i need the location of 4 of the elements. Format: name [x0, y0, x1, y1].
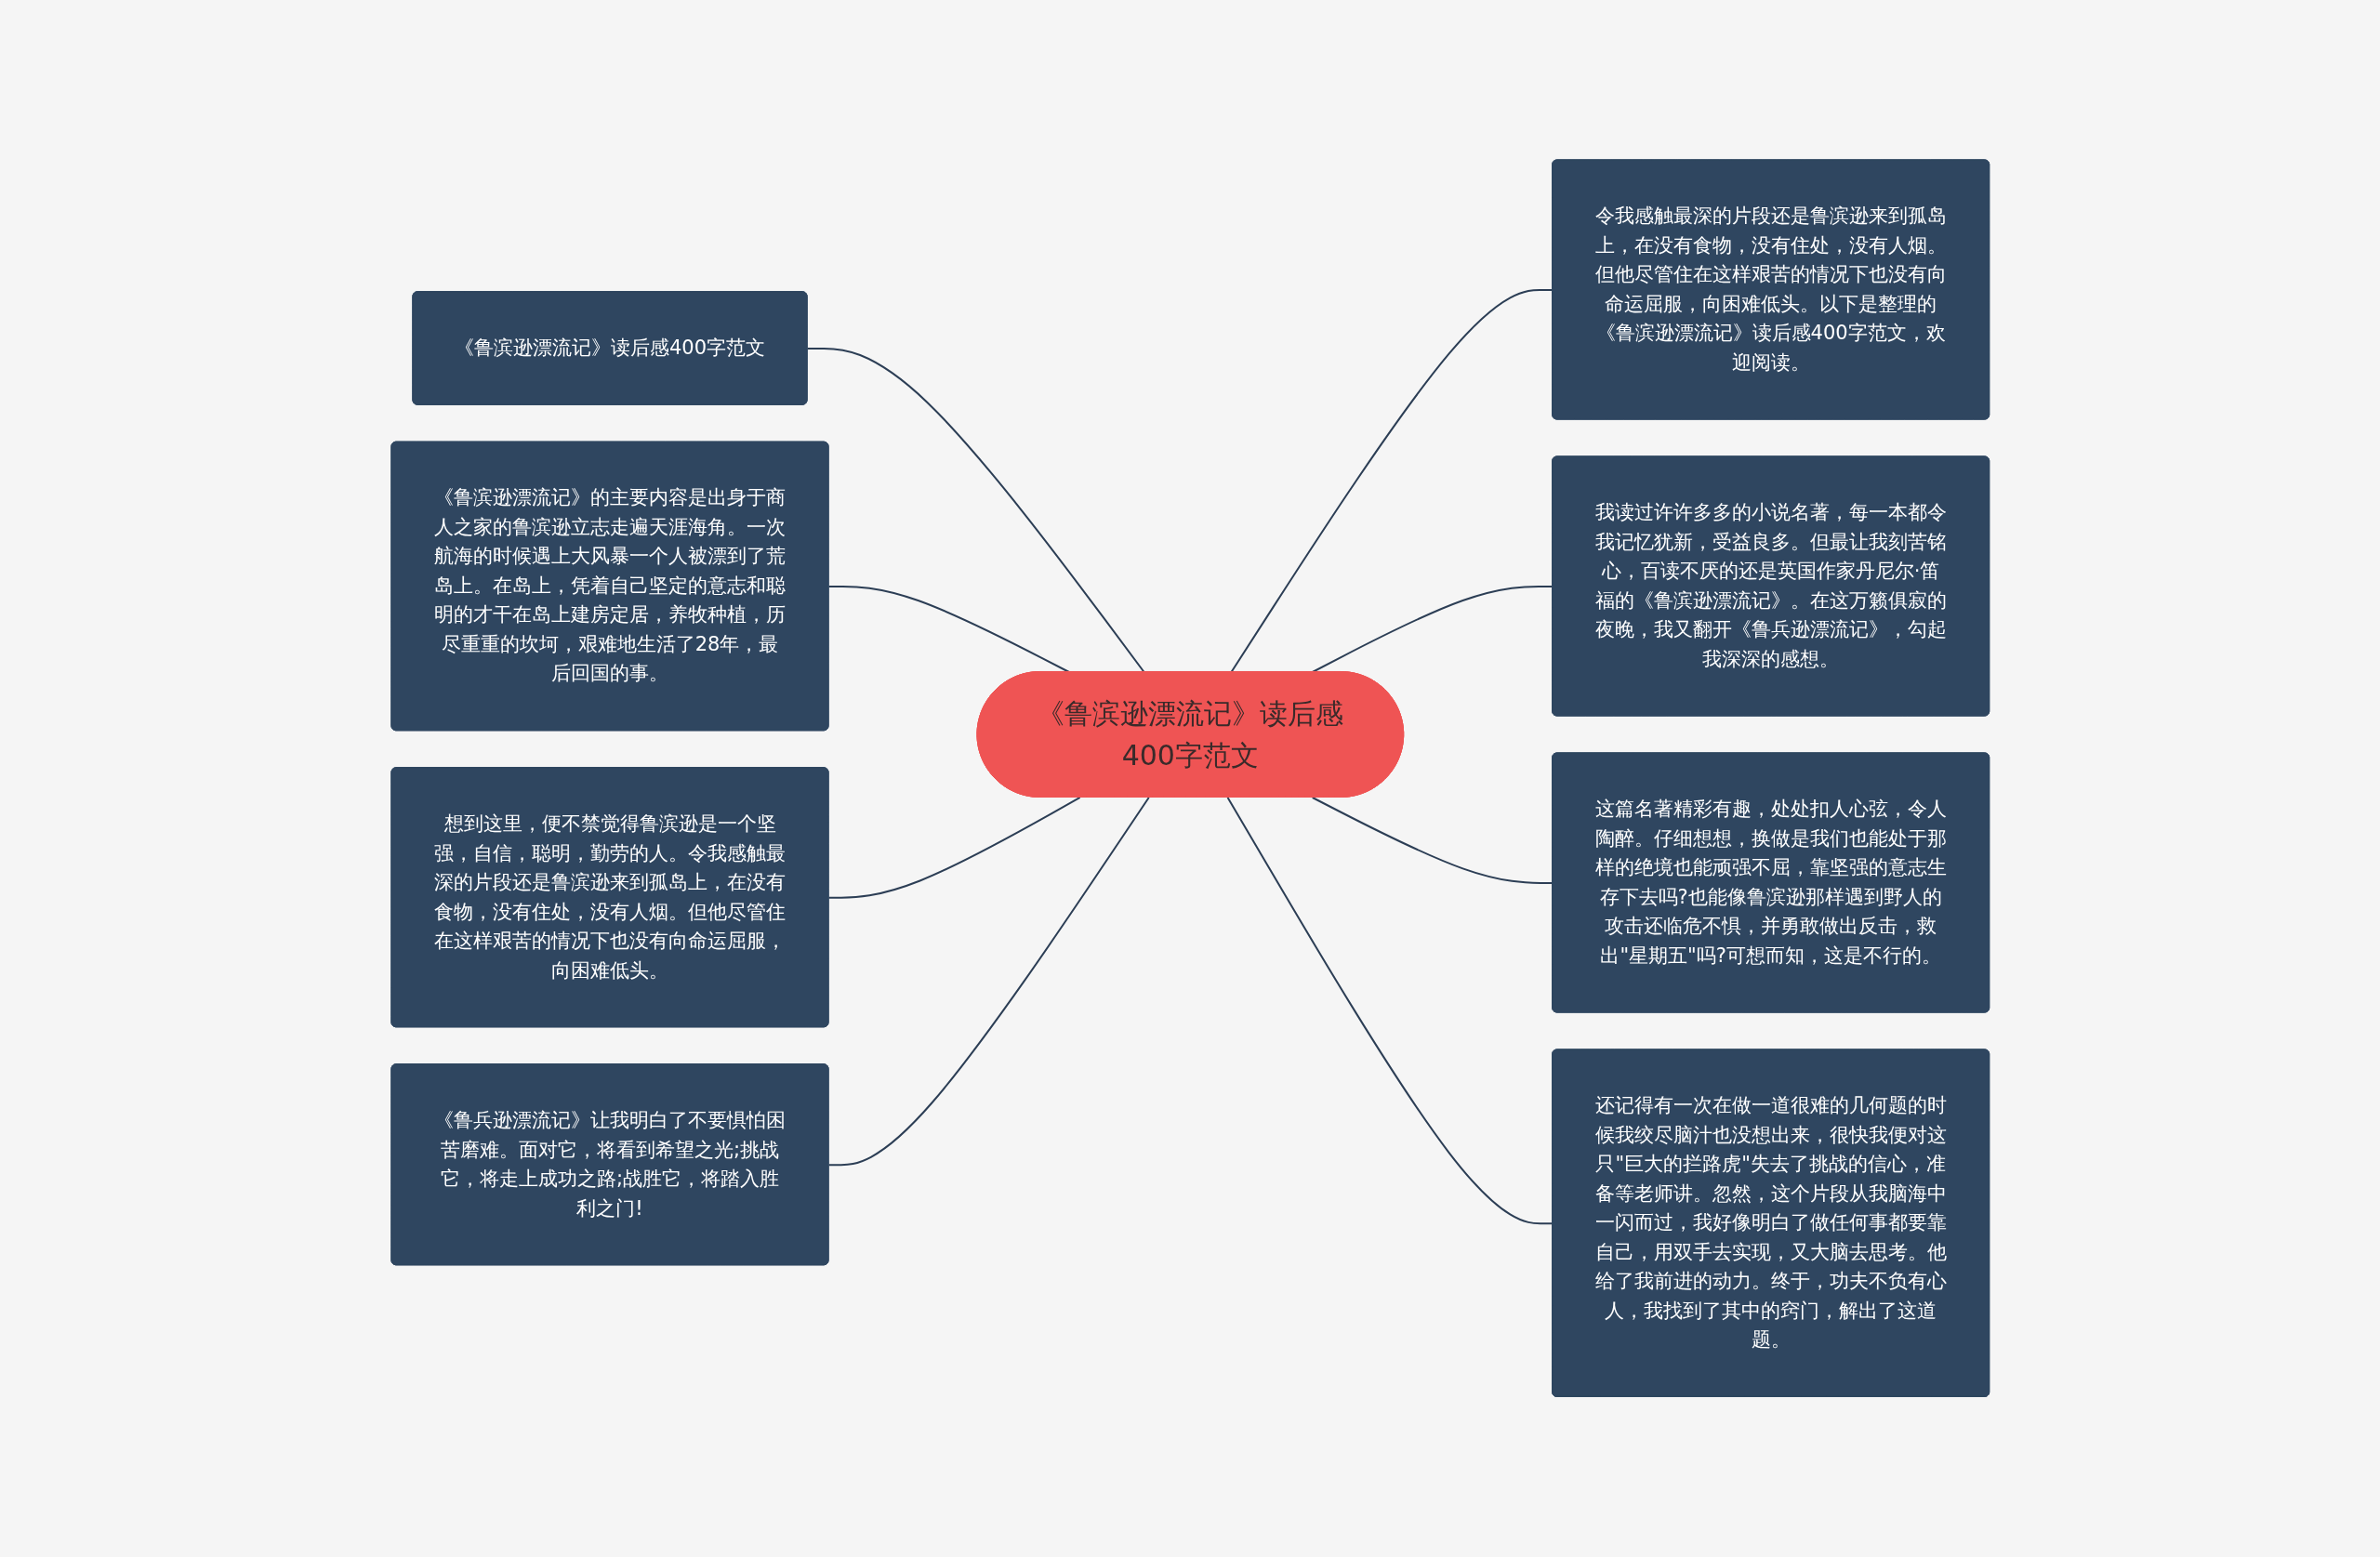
- connector: [1311, 797, 1554, 885]
- connector: [1226, 797, 1554, 1225]
- connector: [827, 797, 1081, 899]
- connector: [827, 797, 1150, 1167]
